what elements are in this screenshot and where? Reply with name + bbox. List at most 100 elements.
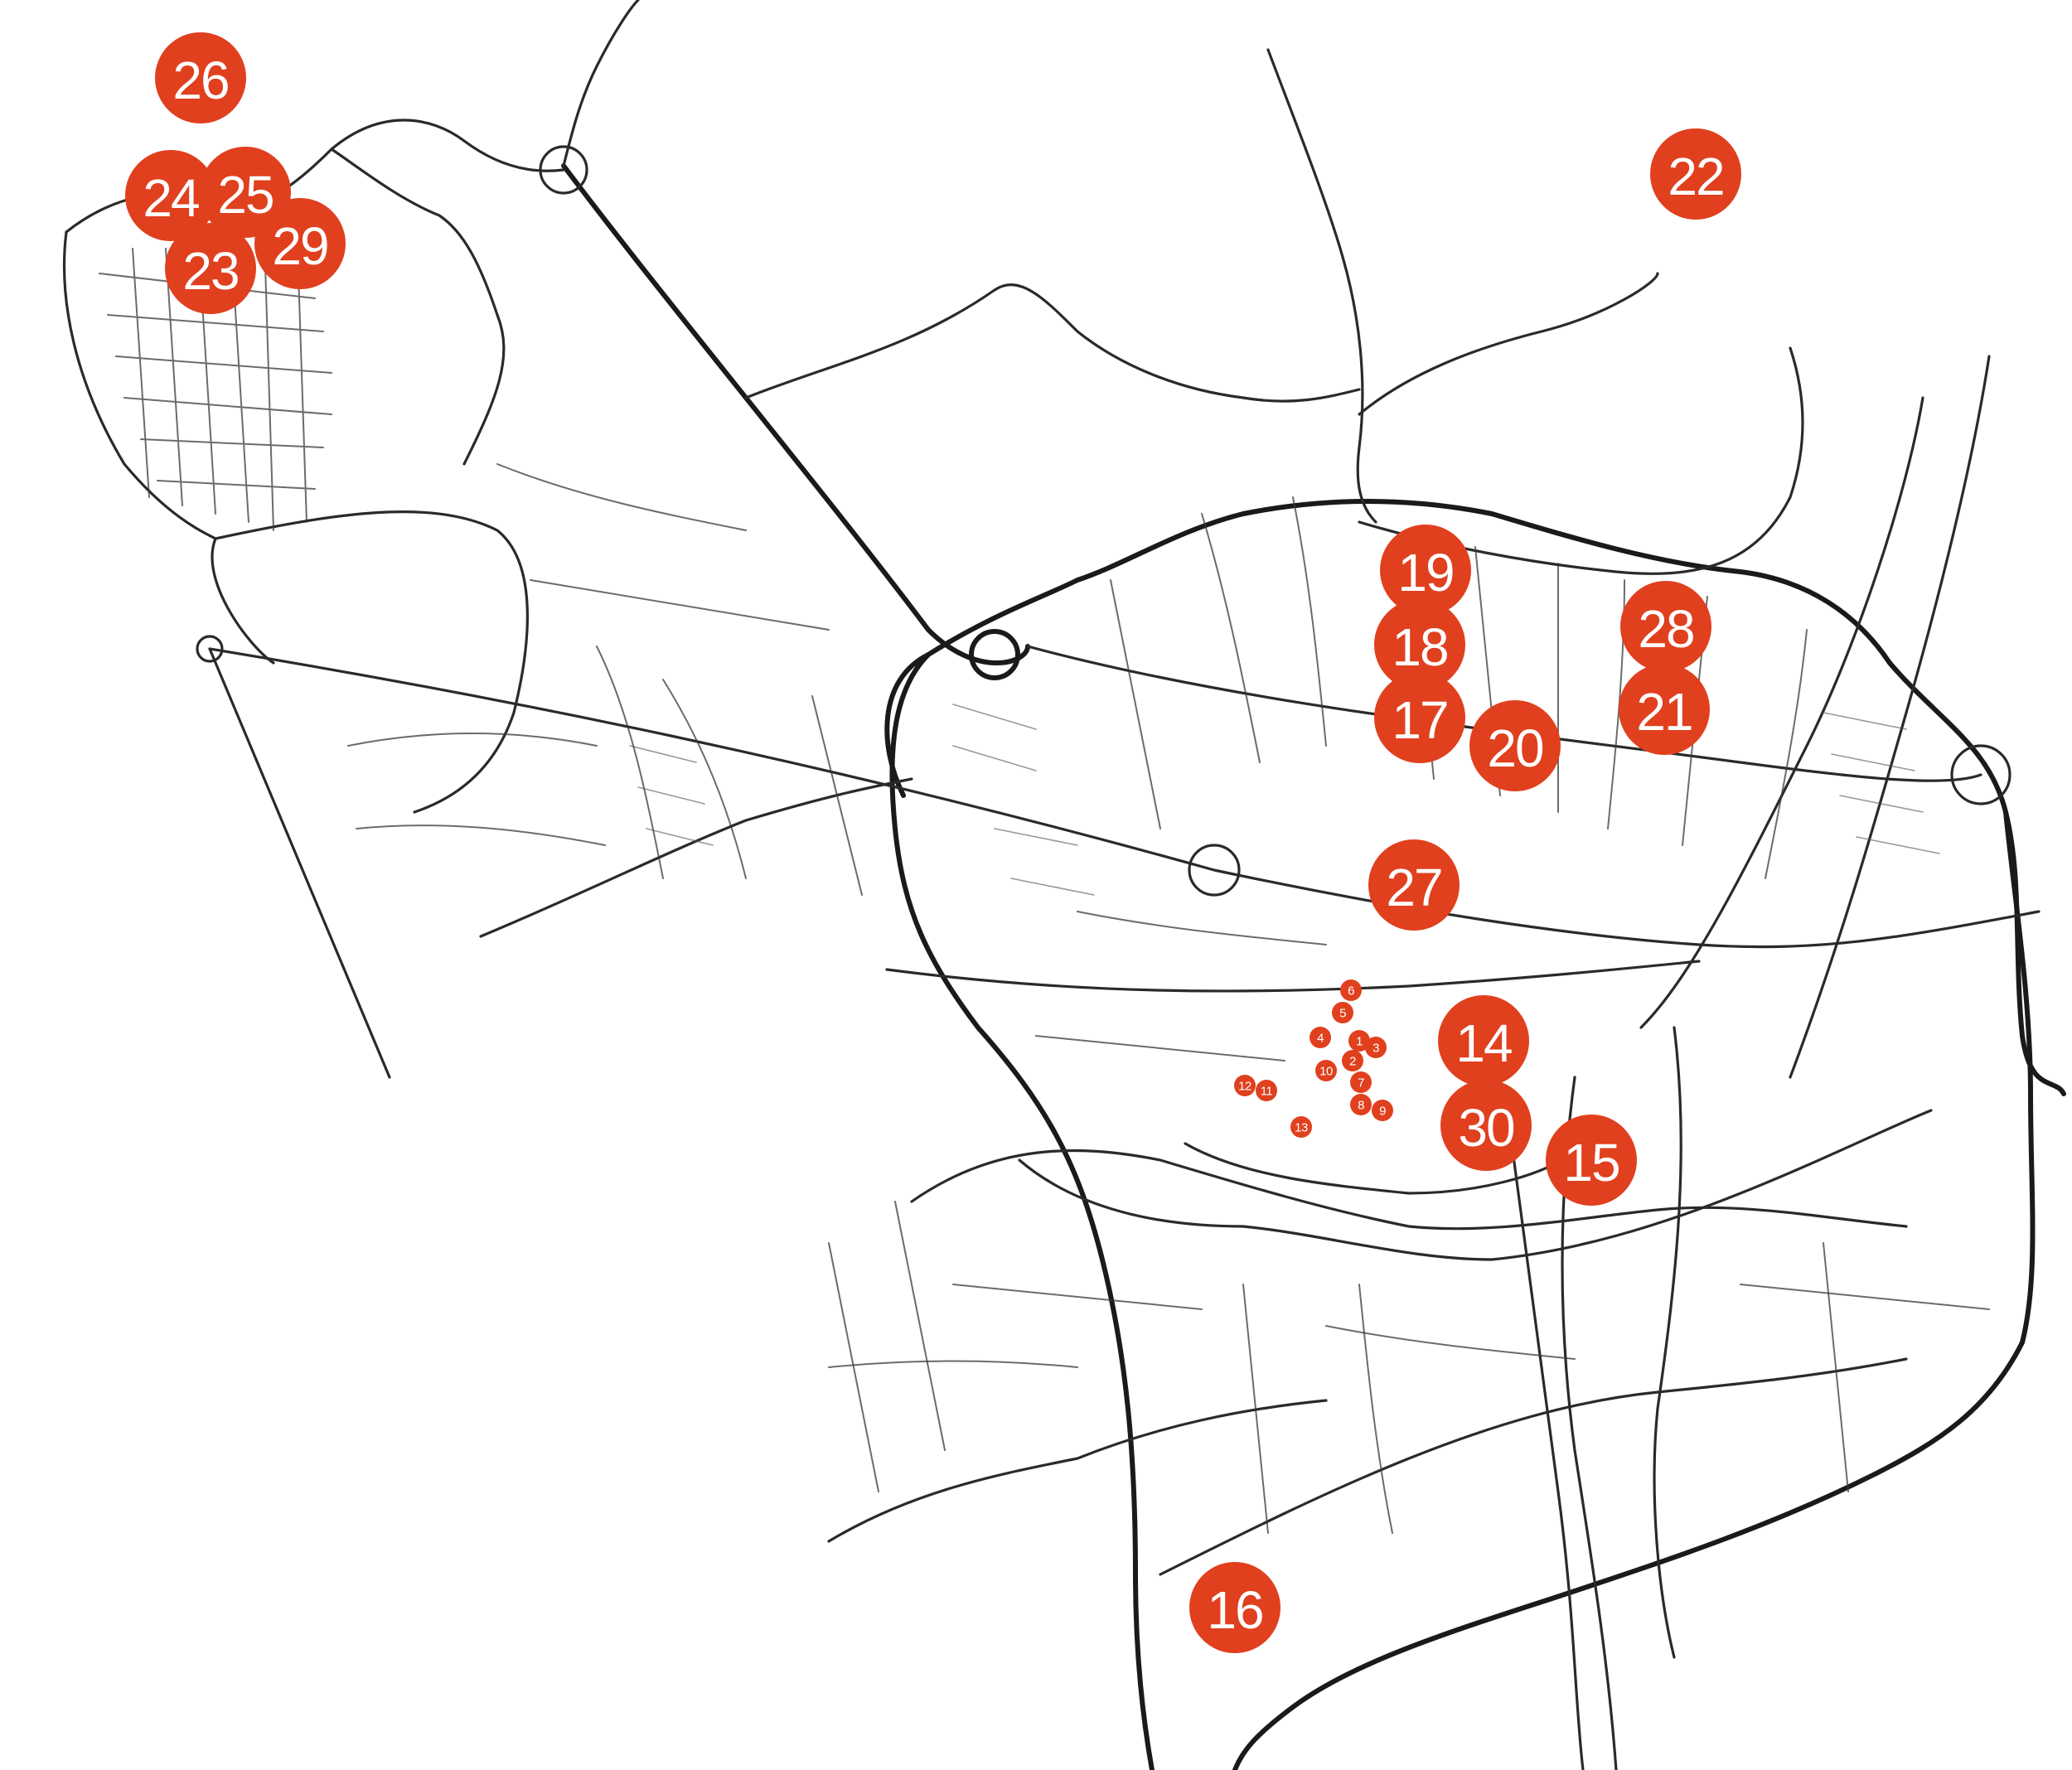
marker-17[interactable]: 17 bbox=[1374, 672, 1465, 763]
north-loop-road bbox=[562, 0, 640, 167]
marker-7[interactable]: 7 bbox=[1350, 1071, 1372, 1093]
marker-label: 27 bbox=[1386, 858, 1441, 917]
roundabout-west bbox=[196, 635, 224, 663]
marker-circle[interactable] bbox=[1469, 700, 1561, 791]
marker-label: 5 bbox=[1339, 1007, 1346, 1021]
marker-circle[interactable] bbox=[1374, 599, 1465, 690]
south-road-4 bbox=[1507, 1117, 1585, 1770]
marker-circle[interactable] bbox=[1256, 1080, 1277, 1101]
marker-label: 9 bbox=[1379, 1105, 1386, 1119]
marker-circle[interactable] bbox=[1315, 1060, 1337, 1081]
marker-circle[interactable] bbox=[1650, 128, 1741, 220]
marker-label: 3 bbox=[1372, 1042, 1379, 1056]
marker-18[interactable]: 18 bbox=[1374, 599, 1465, 690]
marker-4[interactable]: 4 bbox=[1310, 1027, 1331, 1048]
marker-circle[interactable] bbox=[1438, 995, 1529, 1086]
marker-14[interactable]: 14 bbox=[1438, 995, 1529, 1086]
marker-24[interactable]: 24 bbox=[125, 150, 216, 241]
marker-6[interactable]: 6 bbox=[1340, 979, 1362, 1001]
marker-11[interactable]: 11 bbox=[1256, 1080, 1277, 1101]
marker-21[interactable]: 21 bbox=[1619, 664, 1710, 755]
south-road-2 bbox=[1159, 1357, 1908, 1576]
marker-label: 10 bbox=[1319, 1065, 1333, 1079]
north-road-1 bbox=[1266, 48, 1377, 524]
marker-label: 18 bbox=[1392, 617, 1447, 677]
north-highway bbox=[561, 163, 1030, 665]
marker-circle[interactable] bbox=[1342, 1050, 1363, 1071]
roundabout-east bbox=[1950, 744, 2011, 805]
marker-19[interactable]: 19 bbox=[1380, 525, 1471, 616]
ring-road-east bbox=[1232, 810, 2036, 1770]
tiny-streets bbox=[629, 704, 1940, 896]
marker-circle[interactable] bbox=[165, 223, 256, 314]
minor-streets-1 bbox=[347, 463, 863, 896]
road-network bbox=[62, 0, 2066, 1770]
marker-label: 2 bbox=[1349, 1055, 1356, 1069]
marker-9[interactable]: 9 bbox=[1372, 1100, 1393, 1121]
marker-28[interactable]: 28 bbox=[1620, 581, 1711, 672]
marker-23[interactable]: 23 bbox=[165, 223, 256, 314]
roundabout-center bbox=[1188, 844, 1241, 897]
marker-27[interactable]: 27 bbox=[1368, 839, 1460, 931]
marker-1[interactable]: 1 bbox=[1348, 1030, 1370, 1052]
minor-streets-4 bbox=[828, 1201, 1849, 1534]
marker-circle[interactable] bbox=[1368, 839, 1460, 931]
marker-22[interactable]: 22 bbox=[1650, 128, 1741, 220]
marker-29[interactable]: 29 bbox=[254, 198, 346, 289]
marker-label: 22 bbox=[1668, 147, 1723, 206]
river-south bbox=[1018, 1109, 1933, 1261]
marker-20[interactable]: 20 bbox=[1469, 700, 1561, 791]
marker-circle[interactable] bbox=[1365, 1037, 1387, 1058]
roundabout-center-north bbox=[969, 629, 1020, 680]
marker-circle[interactable] bbox=[1310, 1027, 1331, 1048]
marker-circle[interactable] bbox=[1350, 1094, 1372, 1115]
marker-label: 23 bbox=[182, 241, 238, 301]
river-north bbox=[1184, 1142, 1576, 1195]
south-road-5 bbox=[1653, 1026, 1682, 1659]
marker-label: 8 bbox=[1358, 1099, 1364, 1113]
marker-circle[interactable] bbox=[1234, 1075, 1256, 1096]
marker-15[interactable]: 15 bbox=[1546, 1115, 1637, 1206]
marker-12[interactable]: 12 bbox=[1234, 1075, 1256, 1096]
marker-5[interactable]: 5 bbox=[1332, 1002, 1353, 1023]
marker-circle[interactable] bbox=[1189, 1562, 1280, 1653]
marker-8[interactable]: 8 bbox=[1350, 1094, 1372, 1115]
marker-circle[interactable] bbox=[1380, 525, 1471, 616]
marker-label: 6 bbox=[1348, 984, 1354, 999]
marker-circle[interactable] bbox=[1374, 672, 1465, 763]
marker-circle[interactable] bbox=[125, 150, 216, 241]
marker-26[interactable]: 26 bbox=[155, 32, 246, 123]
marker-label: 29 bbox=[272, 216, 327, 276]
marker-circle[interactable] bbox=[1440, 1080, 1532, 1171]
marker-circle[interactable] bbox=[1332, 1002, 1353, 1023]
marker-label: 1 bbox=[1356, 1035, 1363, 1049]
marker-circle[interactable] bbox=[1620, 581, 1711, 672]
marker-16[interactable]: 16 bbox=[1189, 1562, 1280, 1653]
avenue-westwing bbox=[208, 647, 391, 1079]
marker-2[interactable]: 2 bbox=[1342, 1050, 1363, 1071]
marker-label: 28 bbox=[1638, 599, 1693, 659]
south-road-1 bbox=[910, 1149, 1908, 1231]
marker-circle[interactable] bbox=[254, 198, 346, 289]
marker-label: 24 bbox=[143, 168, 199, 228]
marker-circle[interactable] bbox=[1340, 979, 1362, 1001]
marker-10[interactable]: 10 bbox=[1315, 1060, 1337, 1081]
marker-label: 15 bbox=[1563, 1133, 1619, 1192]
marker-label: 11 bbox=[1261, 1085, 1273, 1099]
marker-circle[interactable] bbox=[1290, 1116, 1312, 1138]
marker-circle[interactable] bbox=[155, 32, 246, 123]
north-road-3 bbox=[744, 283, 1361, 403]
west-loop bbox=[214, 510, 529, 814]
marker-circle[interactable] bbox=[1348, 1030, 1370, 1052]
marker-circle[interactable] bbox=[1372, 1100, 1393, 1121]
marker-30[interactable]: 30 bbox=[1440, 1080, 1532, 1171]
marker-3[interactable]: 3 bbox=[1365, 1037, 1387, 1058]
marker-label: 13 bbox=[1295, 1121, 1308, 1135]
marker-circle[interactable] bbox=[1619, 664, 1710, 755]
marker-circle[interactable] bbox=[1546, 1115, 1637, 1206]
marker-circle[interactable] bbox=[1350, 1071, 1372, 1093]
marker-13[interactable]: 13 bbox=[1290, 1116, 1312, 1138]
east-road bbox=[1789, 355, 1991, 1079]
